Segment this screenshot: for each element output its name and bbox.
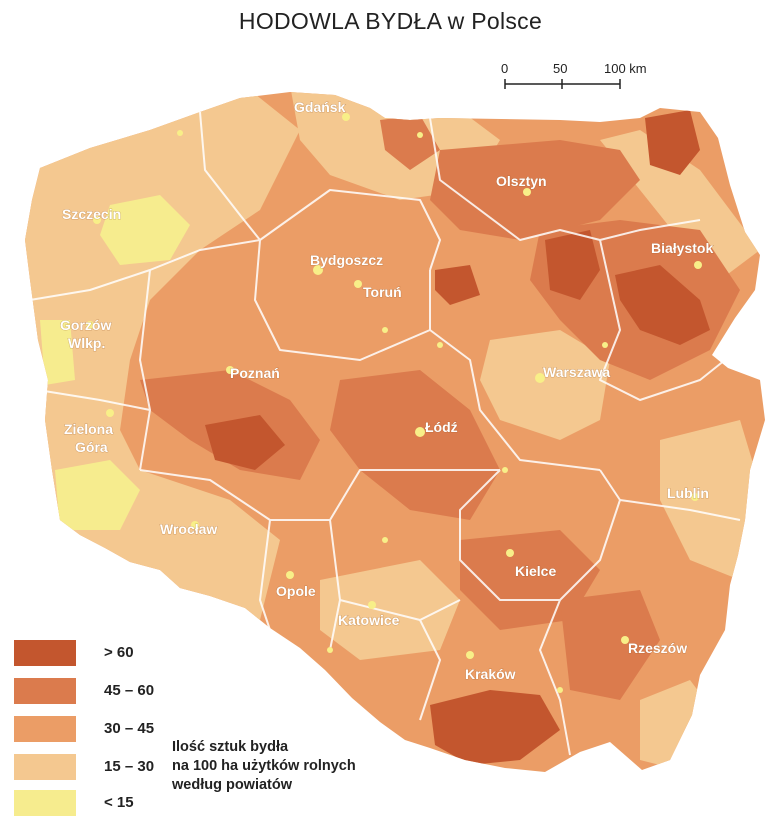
zone-lt15-west-border	[40, 320, 75, 385]
legend-label: < 15	[104, 794, 134, 811]
legend-swatch	[14, 754, 76, 780]
city-label-bydgoszcz: Bydgoszcz	[310, 252, 383, 268]
city-label-warszawa: Warszawa	[543, 364, 610, 380]
legend-caption: Ilość sztuk bydła na 100 ha użytków roln…	[172, 738, 356, 795]
map-title: HODOWLA BYDŁA w Polsce	[238, 8, 543, 34]
zone-lt15-szczecin	[100, 195, 190, 265]
scale-bar: 0 50 100 km	[501, 61, 647, 89]
voivodeship-borders	[29, 111, 741, 756]
legend-item-lt15: < 15	[14, 790, 174, 816]
city-label-opole: Opole	[276, 583, 316, 599]
legend-label: 15 – 30	[104, 758, 155, 775]
city-label-katowice: Katowice	[338, 612, 400, 628]
zone-45-60-olsztyn	[430, 140, 640, 240]
zone-gt60-ostroleka	[545, 230, 600, 300]
legend-label: > 60	[104, 644, 134, 661]
city-label-gdansk: Gdańsk	[294, 99, 346, 115]
city-label-bialystok: Białystok	[651, 240, 713, 256]
zone-15-30-katowice	[320, 560, 460, 660]
legend-caption-line: Ilość sztuk bydła	[172, 739, 289, 755]
city-label-krakow: Kraków	[465, 666, 516, 682]
zone-45-60-center	[330, 370, 500, 520]
city-label-lublin: Lublin	[667, 485, 709, 501]
city-label-wlkp: Wlkp.	[68, 335, 105, 351]
city-label-wroclaw: Wrocław	[160, 521, 217, 537]
city-label-gorzow: Gorzów	[60, 317, 111, 333]
zone-gt60-bialystok-south	[615, 265, 710, 345]
legend-swatch	[14, 640, 76, 666]
legend-label: 45 – 60	[104, 682, 155, 699]
city-label-kielce: Kielce	[515, 563, 556, 579]
zone-gt60-mlawa	[435, 265, 480, 305]
legend-swatch	[14, 716, 76, 742]
legend-caption-line: na 100 ha użytków rolnych	[172, 758, 356, 774]
zone-gt60-leszno	[205, 415, 285, 470]
zone-15-30-warsaw	[480, 330, 610, 440]
city-label-gora: Góra	[75, 439, 108, 455]
legend-item-gt60: > 60	[14, 640, 174, 666]
zone-45-60-rzeszow	[560, 590, 660, 700]
legend-item-45-60: 45 – 60	[14, 678, 174, 704]
city-label-torun: Toruń	[363, 284, 402, 300]
legend-swatch	[14, 678, 76, 704]
city-label-lodz: Łódź	[425, 419, 458, 435]
zone-gt60-suwalki	[645, 110, 700, 175]
city-label-rzeszow: Rzeszów	[628, 640, 687, 656]
city-labels: Gdańsk Olsztyn Szczecin Białystok Bydgos…	[60, 99, 714, 683]
zone-45-60-gdansk	[380, 115, 440, 170]
legend-label: 30 – 45	[104, 720, 155, 737]
city-label-zielona: Zielona	[64, 421, 113, 437]
city-label-poznan: Poznań	[230, 365, 280, 381]
legend-item-15-30: 15 – 30	[14, 754, 174, 780]
scale-label-50: 50	[553, 61, 567, 76]
scale-label-100km: 100 km	[604, 61, 647, 76]
legend-item-30-45: 30 – 45	[14, 716, 174, 742]
city-dots	[86, 113, 702, 693]
zone-lt15-zgora	[55, 460, 140, 530]
scale-label-0: 0	[501, 61, 508, 76]
city-label-olsztyn: Olsztyn	[496, 173, 547, 189]
zone-15-30-northeast	[600, 130, 760, 280]
zone-gt60-podhale	[430, 690, 560, 765]
legend-swatch	[14, 790, 76, 816]
city-label-szczecin: Szczecin	[62, 206, 121, 222]
legend-caption-line: według powiatów	[172, 777, 293, 793]
